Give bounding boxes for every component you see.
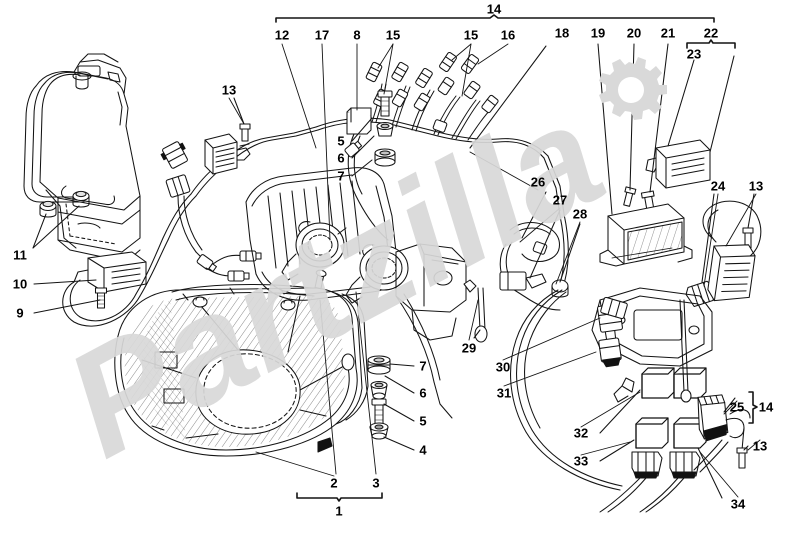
callout-15[interactable]: 15 <box>463 27 479 43</box>
fastener-stack <box>367 355 415 451</box>
voltage-regulator-assembly <box>33 193 197 327</box>
callout-20[interactable]: 20 <box>626 25 642 41</box>
callout-8[interactable]: 8 <box>353 27 361 43</box>
callout-3[interactable]: 3 <box>372 475 380 491</box>
callout-2[interactable]: 2 <box>330 475 338 491</box>
callout-16[interactable]: 16 <box>500 27 516 43</box>
callout-7[interactable]: 7 <box>337 168 345 184</box>
brackets <box>275 14 758 502</box>
engine-block <box>245 167 467 419</box>
headlamp-assembly <box>114 269 369 457</box>
callout-23[interactable]: 23 <box>686 46 702 62</box>
callout-7[interactable]: 7 <box>419 358 427 374</box>
harness-top-leads <box>315 51 569 291</box>
callout-13[interactable]: 13 <box>748 178 764 194</box>
ecu <box>599 203 693 267</box>
callout-22[interactable]: 22 <box>703 25 719 41</box>
connector-25 <box>693 394 751 473</box>
electronics-right <box>463 43 762 513</box>
throttle-body-1 <box>281 221 347 281</box>
callout-25[interactable]: 25 <box>729 399 745 415</box>
callout-14[interactable]: 14 <box>486 1 502 17</box>
callout-18[interactable]: 18 <box>554 25 570 41</box>
callout-9[interactable]: 9 <box>16 305 24 321</box>
callout-17[interactable]: 17 <box>314 27 330 43</box>
small-parts-column <box>351 90 396 177</box>
sensor-cluster <box>499 221 569 311</box>
callout-31[interactable]: 31 <box>496 385 512 401</box>
callout-21[interactable]: 21 <box>660 25 676 41</box>
callout-13[interactable]: 13 <box>752 438 768 454</box>
callout-19[interactable]: 19 <box>590 25 606 41</box>
callout-4[interactable]: 4 <box>419 442 427 458</box>
callout-34[interactable]: 34 <box>730 496 746 512</box>
callout-24[interactable]: 24 <box>710 178 726 194</box>
callout-27[interactable]: 27 <box>552 192 568 208</box>
leader-lines <box>228 43 761 498</box>
callout-13[interactable]: 13 <box>221 82 237 98</box>
callout-29[interactable]: 29 <box>461 340 477 356</box>
main-harness-left <box>160 97 319 282</box>
callout-10[interactable]: 10 <box>12 276 28 292</box>
callout-14[interactable]: 14 <box>758 399 774 415</box>
callout-12[interactable]: 12 <box>274 27 290 43</box>
callout-11[interactable]: 11 <box>13 247 27 263</box>
callout-6[interactable]: 6 <box>419 385 427 401</box>
callout-26[interactable]: 26 <box>530 174 546 190</box>
callout-28[interactable]: 28 <box>572 206 588 222</box>
module-left <box>204 133 251 175</box>
sensor-29 <box>463 279 488 343</box>
callout-15[interactable]: 15 <box>385 27 401 43</box>
callout-32[interactable]: 32 <box>573 425 589 441</box>
frame-subassembly <box>23 53 141 263</box>
callout-5[interactable]: 5 <box>337 133 345 149</box>
callout-30[interactable]: 30 <box>495 359 511 375</box>
callout-6[interactable]: 6 <box>337 150 345 166</box>
callout-5[interactable]: 5 <box>419 413 427 429</box>
callout-1[interactable]: 1 <box>335 503 343 519</box>
callout-33[interactable]: 33 <box>573 453 589 469</box>
